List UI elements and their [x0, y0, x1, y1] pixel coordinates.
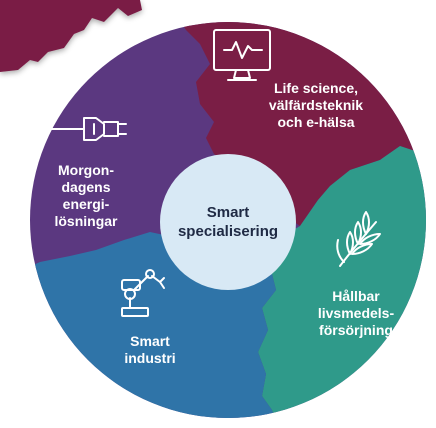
label-line: Life science, — [273, 80, 359, 96]
center-label-line: Smart — [206, 204, 250, 221]
label-line: och e-hälsa — [277, 114, 355, 130]
label-line: Smart — [130, 333, 170, 349]
wheat-icon — [336, 211, 381, 267]
center-circle — [160, 154, 296, 290]
center-label-line: specialisering — [177, 223, 279, 240]
plug-icon — [47, 117, 127, 141]
segment-label-life-science: Life science, välfärdsteknik och e-hälsa — [256, 80, 376, 131]
label-line: Hållbar — [332, 288, 380, 304]
label-line: dagens — [61, 179, 111, 195]
label-line: välfärdsteknik — [268, 97, 364, 113]
label-line: Morgon- — [58, 162, 114, 178]
label-line: livsmedels- — [317, 305, 395, 321]
robot-arm-icon — [121, 269, 165, 317]
heartbeat-monitor-icon — [213, 29, 271, 81]
segment-label-livsmedel: Hållbar livsmedels- försörjning — [306, 288, 406, 339]
label-line: lösningar — [54, 213, 118, 229]
label-line: industri — [124, 350, 176, 366]
segment-label-industri: Smart industri — [110, 333, 190, 367]
label-line: försörjning — [319, 322, 393, 338]
map-fragment-decoration — [0, 0, 142, 72]
label-line: energi- — [62, 196, 110, 212]
center-label: Smart specialisering — [170, 203, 286, 241]
segment-label-energi: Morgon- dagens energi- lösningar — [44, 162, 128, 230]
